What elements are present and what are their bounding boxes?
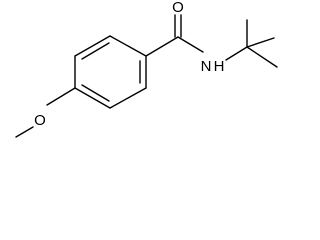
nitrogen-quaternary-carbon-bond (225, 46, 248, 61)
ring-bond-c3-c4 (74, 87, 111, 109)
ring-bond-c2-c3 (109, 87, 147, 109)
ring-bond-c5-c6 (74, 35, 111, 57)
aryl-ether-oxygen-bond (46, 87, 76, 106)
carbonyl-oxygen-label: O (172, 0, 184, 16)
ring-double-bond-c3-c4 (81, 84, 110, 102)
ether-oxygen-methyl-bond (15, 126, 34, 138)
methyl-bond-right (246, 37, 275, 48)
methyl-bond-down (246, 46, 278, 68)
methoxy-group: O (15, 87, 76, 138)
benzene-ring (74, 35, 147, 109)
ring-bond-c6-c1 (109, 35, 147, 57)
amide-hydrogen-label: H (214, 58, 225, 75)
amide-nitrogen-label: N (201, 58, 212, 75)
chemical-structure-diagram: O N H O (15, 0, 278, 138)
carbonyl-nitrogen-bond (177, 36, 204, 53)
amide-group: O N H (145, 0, 225, 75)
aryl-carbonyl-bond (145, 36, 179, 57)
ring-double-bond-c5-c6 (81, 42, 110, 60)
ether-oxygen-label: O (34, 112, 46, 129)
tert-butyl-group (225, 19, 278, 68)
